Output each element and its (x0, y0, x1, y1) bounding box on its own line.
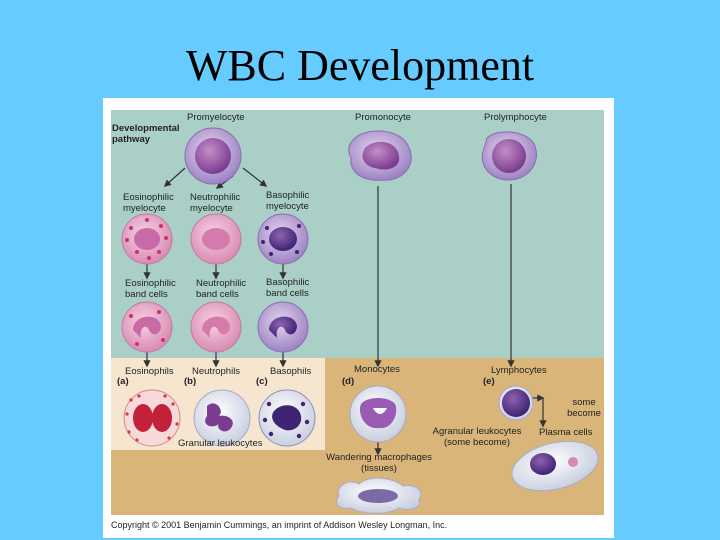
promyelocyte-cell (184, 127, 242, 185)
mature-letter-c: (c) (256, 376, 268, 387)
diagram-graphics (111, 110, 604, 515)
band-label-basophilic: Basophilic band cells (266, 277, 310, 299)
mature-letter-b: (b) (184, 376, 197, 387)
mature-name-monocytes: Monocytes (354, 364, 400, 375)
some-become-label: some become (567, 397, 601, 419)
granular-leukocytes-label: Granular leukocytes (178, 438, 263, 449)
mature-letter-d: (d) (342, 376, 355, 387)
precursor-label-promyelocyte: Promyelocyte (187, 112, 245, 123)
eosinophilic-myelocyte-cell (121, 213, 173, 265)
myelocyte-label-neutrophilic: Neutrophilic myelocyte (190, 192, 241, 214)
basophilic-myelocyte-cell (257, 213, 309, 265)
agranular-leukocytes-label: Agranular leukocytes (some become) (432, 426, 522, 448)
plasma-cells-label: Plasma cells (539, 427, 593, 438)
prolymphocyte-cell (481, 131, 537, 181)
wandering-macrophages-label: Wandering macrophages (tissues) (326, 452, 432, 474)
myelocyte-label-basophilic: Basophilic myelocyte (266, 190, 310, 212)
basophil-cell (258, 389, 316, 447)
precursor-label-promonocyte: Promonocyte (355, 112, 411, 123)
mature-name-neutrophils: Neutrophils (192, 366, 241, 377)
plasma-cell (511, 440, 599, 492)
eosinophil-cell (123, 389, 181, 447)
myelocyte-label-eosinophilic: Eosinophilic myelocyte (123, 192, 174, 214)
neutrophilic-band-cell (190, 301, 242, 353)
mature-letter-e: (e) (483, 376, 495, 387)
mature-letter-a: (a) (117, 376, 129, 387)
band-label-neutrophilic: Neutrophilic band cells (196, 278, 247, 300)
mature-name-lymphocytes: Lymphocytes (491, 365, 547, 376)
wandering-macrophage-cell (336, 477, 422, 514)
mature-name-eosinophils: Eosinophils (125, 366, 174, 377)
lymphocyte-cell (498, 385, 534, 421)
eosinophilic-band-cell (121, 301, 173, 353)
wbc-development-figure: Developmental pathway Promyelocyte Promo… (103, 98, 614, 538)
basophilic-band-cell (257, 301, 309, 353)
promonocyte-cell (348, 130, 412, 181)
monocyte-cell (349, 385, 407, 443)
developmental-pathway-label: Developmental pathway (112, 123, 180, 145)
precursor-label-prolymphocyte: Prolymphocyte (484, 112, 547, 123)
copyright-notice: Copyright © 2001 Benjamin Cummings, an i… (111, 520, 448, 530)
neutrophil-cell (193, 389, 251, 447)
slide-title: WBC Development (185, 41, 535, 90)
band-label-eosinophilic: Eosinophilic band cells (125, 278, 176, 300)
neutrophilic-myelocyte-cell (190, 213, 242, 265)
mature-name-basophils: Basophils (270, 366, 312, 377)
